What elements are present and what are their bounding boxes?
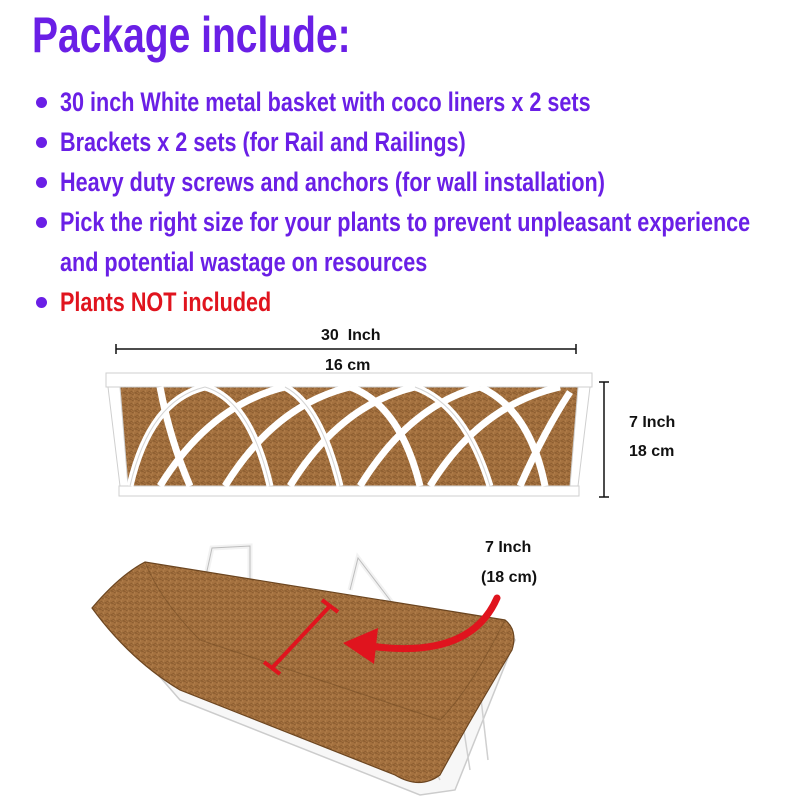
height-dimension-line	[599, 381, 609, 498]
package-list: 30 inch White metal basket with coco lin…	[36, 82, 796, 322]
depth-marker	[262, 598, 340, 676]
list-item-warning: Plants NOT included	[36, 282, 796, 322]
basket-front-view	[105, 372, 593, 497]
bullet-icon	[36, 297, 47, 308]
bullet-icon	[36, 217, 47, 228]
height-cm-label: 18 cm	[629, 443, 675, 460]
list-item: Pick the right size for your plants to p…	[36, 202, 796, 242]
width-inch-label: 30 Inch	[321, 327, 381, 344]
list-item: 30 inch White metal basket with coco lin…	[36, 82, 796, 122]
depth-cm-label: (18 cm)	[481, 569, 538, 586]
list-item-text: Heavy duty screws and anchors (for wall …	[60, 167, 605, 197]
list-item-continuation: and potential wastage on resources	[36, 242, 796, 282]
bullet-icon	[36, 137, 47, 148]
bullet-icon	[36, 177, 47, 188]
basket-perspective-view	[91, 543, 516, 796]
list-item: Heavy duty screws and anchors (for wall …	[36, 162, 796, 202]
list-item-text: Pick the right size for your plants to p…	[60, 207, 751, 237]
height-inch-label: 7 Inch	[629, 414, 676, 431]
depth-inch-label: 7 Inch	[485, 539, 532, 556]
list-item-text: Brackets x 2 sets (for Rail and Railings…	[60, 127, 466, 157]
page-title: Package include:	[32, 7, 351, 63]
pointer-arrow-icon	[343, 594, 501, 664]
width-dimension-line	[115, 344, 577, 354]
width-cm-label: 16 cm	[325, 357, 371, 374]
list-item-text: Plants NOT included	[60, 287, 272, 317]
bullet-icon	[36, 97, 47, 108]
list-item-text: and potential wastage on resources	[60, 247, 428, 277]
list-item: Brackets x 2 sets (for Rail and Railings…	[36, 122, 796, 162]
list-item-text: 30 inch White metal basket with coco lin…	[60, 87, 591, 117]
